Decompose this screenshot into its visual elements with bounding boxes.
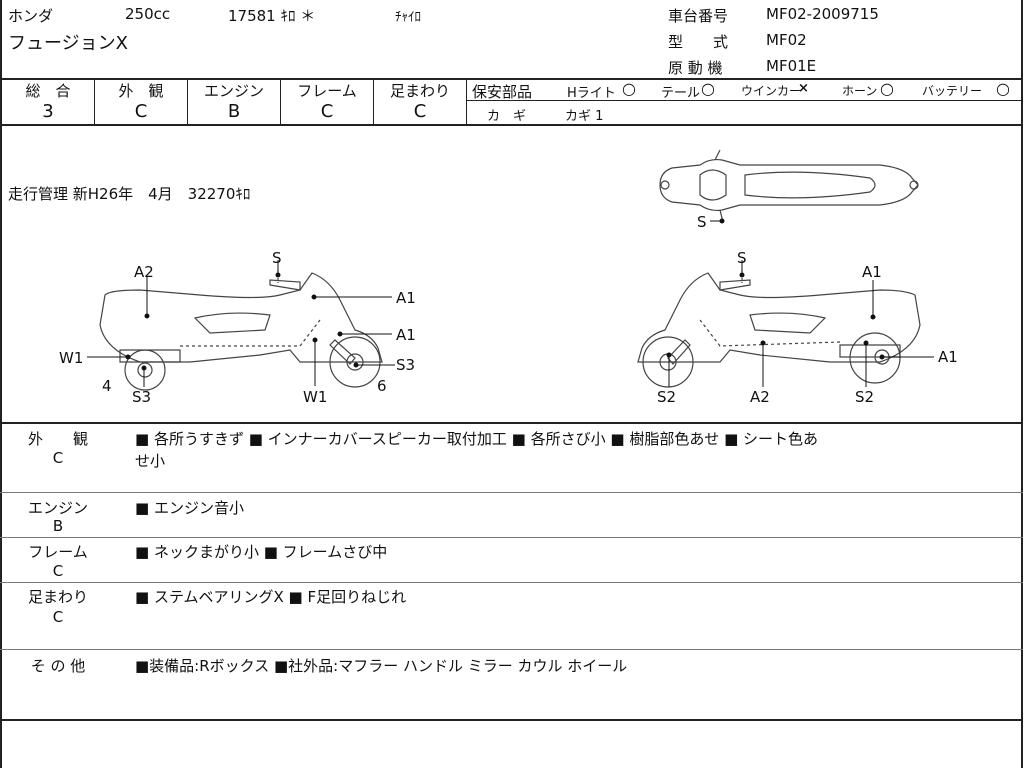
score-frame-label: フレーム xyxy=(297,82,357,100)
safety-mid-line xyxy=(466,100,1023,101)
safety-title: 保安部品 xyxy=(472,83,533,101)
remark-text-exterior-cont: せ小 xyxy=(135,452,166,470)
label-right-s2-left: S2 xyxy=(657,388,676,406)
label-left-w1-bottom: W1 xyxy=(303,388,327,406)
displacement: 250cc xyxy=(125,5,171,23)
label-left-s: S xyxy=(272,249,282,267)
remark-grade-exterior: C xyxy=(52,449,64,467)
label-right-a2: A2 xyxy=(750,388,770,406)
remark-text-frame: ■ ネックまがり小 ■ フレームさび中 xyxy=(135,543,388,561)
border-left xyxy=(0,0,2,768)
remarks-bottom-line xyxy=(0,719,1023,721)
type-label: 型 式 xyxy=(668,33,729,51)
scooter-left-view xyxy=(99,270,383,391)
remark-text-suspension: ■ ステムベアリングX ■ F足回りねじれ xyxy=(135,588,407,606)
battery-mark: ○ xyxy=(996,79,1010,98)
remark-category-engine: エンジン xyxy=(27,499,88,517)
maker: ホンダ xyxy=(8,7,54,25)
remark-grade-suspension: C xyxy=(52,608,64,626)
score-engine-label: エンジン xyxy=(203,82,264,100)
battery-label: バッテリー xyxy=(922,84,983,98)
remark-text-exterior: ■ 各所うすきず ■ インナーカバースピーカー取付加工 ■ 各所さび小 ■ 樹脂… xyxy=(135,430,819,448)
label-left-a1-mid: A1 xyxy=(396,326,416,344)
winker-label: ウインカー xyxy=(741,84,802,98)
label-left-num6: 6 xyxy=(377,377,387,395)
label-left-w1-left: W1 xyxy=(59,349,83,367)
remark-grade-frame: C xyxy=(52,562,64,580)
score-total-label: 総 合 xyxy=(25,82,71,100)
scooter-diagram: S S A2 A1 A1 W1 S3 4 S3 W1 6 S A1 A1 S2 … xyxy=(59,149,958,406)
engine-label: 原 動 機 xyxy=(668,59,723,77)
label-right-s2-right: S2 xyxy=(855,388,874,406)
border-right xyxy=(1021,0,1023,768)
score-frame-value: C xyxy=(320,101,334,122)
score-total-value: 3 xyxy=(42,101,54,122)
remark-text-engine: ■ エンジン音小 xyxy=(135,499,244,517)
score-top-line xyxy=(0,78,1023,80)
color: ﾁｬｲﾛ xyxy=(395,10,421,25)
mileage: 17581 ｷﾛ ＊ xyxy=(228,7,316,25)
remark-grade-engine: B xyxy=(52,517,64,535)
remark-category-frame: フレーム xyxy=(28,543,88,561)
label-top-s: S xyxy=(697,213,707,231)
scooter-right-view xyxy=(637,270,921,388)
label-right-s: S xyxy=(737,249,747,267)
score-suspension-label: 足まわり xyxy=(389,82,450,100)
score-bottom-line xyxy=(0,124,1023,126)
label-right-a1-right: A1 xyxy=(938,348,958,366)
score-exterior-label: 外 観 xyxy=(118,82,164,100)
score-engine-value: B xyxy=(227,101,241,122)
remark-category-other: そ の 他 xyxy=(30,657,86,675)
remark-category-exterior: 外 観 xyxy=(27,430,88,448)
label-left-a2: A2 xyxy=(134,263,154,281)
engine-value: MF01E xyxy=(766,57,817,75)
key-value: カギ 1 xyxy=(565,109,604,124)
score-suspension-value: C xyxy=(413,101,427,122)
score-exterior-value: C xyxy=(134,101,148,122)
model-name: フュージョンX xyxy=(8,33,128,54)
horn-mark: ○ xyxy=(880,79,894,98)
label-left-a1-top: A1 xyxy=(396,289,416,307)
winker-mark: × xyxy=(798,81,809,96)
key-label: カ ギ xyxy=(487,109,527,124)
frame-number-label: 車台番号 xyxy=(668,7,729,25)
horn-label: ホーン xyxy=(842,84,878,98)
mileage-note: 走行管理 新H26年 4月 32270ｷﾛ xyxy=(8,185,251,203)
label-left-s3-bottom: S3 xyxy=(132,388,151,406)
remark-text-other: ■装備品:Rボックス ■社外品:マフラー ハンドル ミラー カウル ホイール xyxy=(135,657,628,675)
tail-mark: ○ xyxy=(701,79,715,98)
remarks-top-line xyxy=(0,422,1023,424)
tail-label: テール xyxy=(661,86,701,101)
scooter-top-view xyxy=(659,149,919,223)
headlight-mark: ○ xyxy=(622,79,636,98)
remark-category-suspension: 足まわり xyxy=(27,588,88,606)
label-right-a1-top: A1 xyxy=(862,263,882,281)
type-value: MF02 xyxy=(766,31,807,49)
label-left-s3-right: S3 xyxy=(396,356,415,374)
label-left-num4: 4 xyxy=(102,377,112,395)
frame-number-value: MF02-2009715 xyxy=(766,5,879,23)
headlight-label: Hライト xyxy=(567,86,616,101)
